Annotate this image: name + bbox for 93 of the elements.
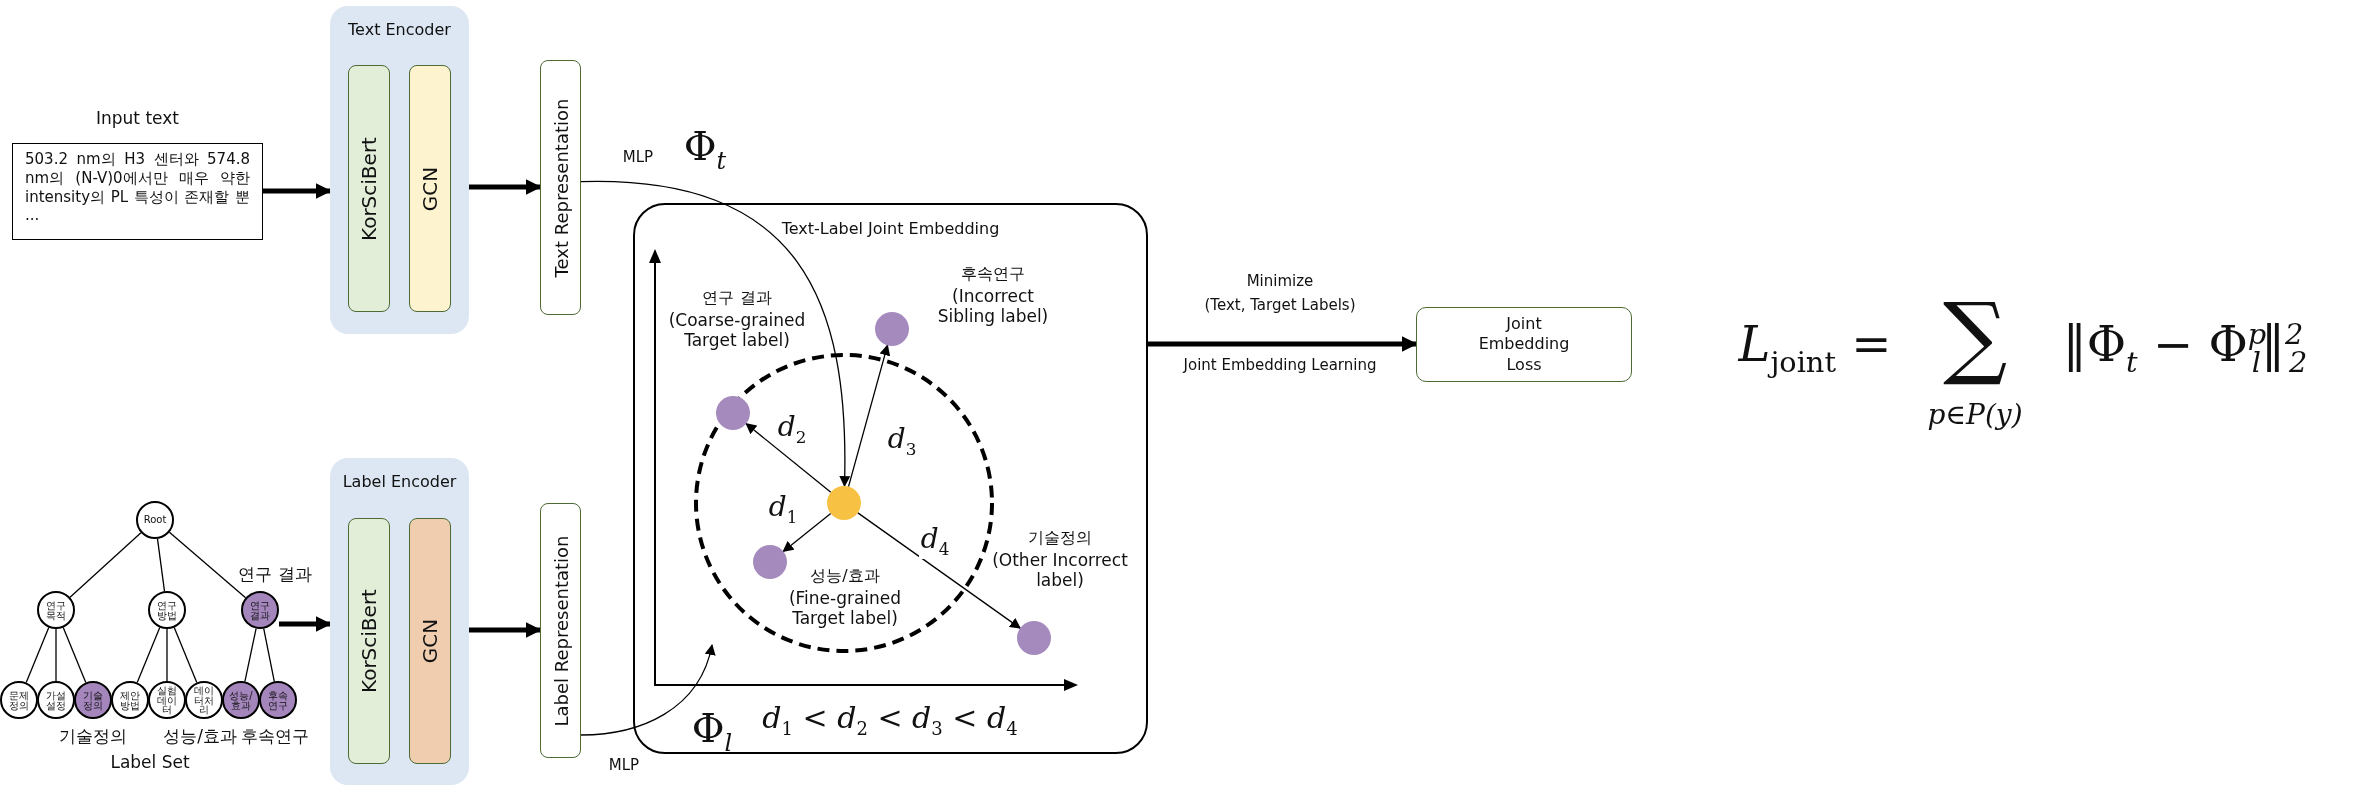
tree-node: [37, 591, 75, 629]
node-label: Root: [143, 515, 167, 525]
node-label: 가설설정: [45, 690, 67, 710]
encoder-block: [348, 518, 390, 764]
connector-line: [168, 531, 247, 599]
connector-line: [55, 628, 57, 682]
encoder-panel: [330, 6, 469, 334]
block-label: Label Representation: [550, 535, 571, 726]
encoder-block: [348, 65, 390, 312]
arrow: [279, 616, 332, 632]
node-caption: (Other Incorrect label): [991, 550, 1129, 591]
tree-node: [148, 681, 186, 719]
connector-line: [166, 628, 168, 682]
node-caption: 후속연구: [960, 264, 1026, 284]
connector-line: [62, 626, 87, 684]
edge-note: Joint Embedding Learning: [1183, 356, 1377, 374]
node-caption: 후속연구: [240, 726, 310, 747]
embedding-point: [875, 312, 909, 346]
node-label: 후속연구: [267, 690, 289, 710]
arrow: [580, 643, 715, 736]
edge-note: (Text, Target Labels): [1204, 296, 1356, 314]
connector-line: [136, 626, 161, 684]
tree-node: [259, 681, 297, 719]
embedding-point: [1017, 621, 1051, 655]
block-label: GCN: [418, 166, 442, 211]
tree-node: [185, 681, 223, 719]
block-label: Text Representation: [550, 98, 571, 277]
panel-title: Label Encoder: [341, 472, 458, 491]
embedding-point: [716, 396, 750, 430]
node-label: 데이터처리: [193, 685, 215, 715]
arrow: [847, 344, 891, 488]
arrow: [469, 179, 542, 195]
summation-sign: ∑: [1942, 282, 2008, 390]
node-label: 실험데이터: [156, 685, 178, 715]
node-label: 기술정의: [82, 690, 104, 710]
heading: Input text: [95, 108, 180, 128]
node-caption: 연구 결과: [237, 564, 313, 585]
node-label: 연구방법: [156, 600, 178, 620]
panel-title: Text Encoder: [347, 20, 452, 39]
formula: d$_{1}$ < d$_{2}$ < d$_{3}$ < d$_{4}$: [762, 700, 1018, 740]
connector-line: [263, 628, 275, 682]
tree-node: [74, 681, 112, 719]
formula: L$_{joint}$ =: [1738, 316, 1892, 380]
tree-node: [0, 681, 38, 719]
panel-title: Text-Label Joint Embedding: [780, 219, 1001, 238]
representation-box: [540, 60, 581, 315]
caption: Label Set: [110, 752, 190, 773]
encoder-block: [409, 65, 451, 312]
node-label: 제안방법: [119, 690, 141, 710]
node-label: 연구목적: [45, 600, 67, 620]
encoder-block: [409, 518, 451, 764]
node-caption: (Incorrect Sibling label): [936, 286, 1050, 327]
arrow: [1148, 336, 1418, 352]
block-label: KorSciBert: [357, 589, 381, 693]
node-caption: 성능/효과: [162, 726, 238, 747]
block-label: KorSciBert: [357, 136, 381, 241]
connector-line: [69, 532, 142, 598]
node-label: 문제정의: [8, 690, 30, 710]
node-caption: 기술정의: [58, 726, 128, 747]
math-symbol: Φ$_{t}$: [683, 122, 727, 176]
arrow: [745, 423, 832, 493]
tree-node: [136, 501, 174, 539]
tree-node: [37, 681, 75, 719]
arrow: [469, 622, 542, 638]
connector-line: [173, 626, 198, 684]
math-symbol: Φ$_{l}$: [691, 704, 733, 758]
arrow: [782, 512, 832, 553]
node-label: Joint Embedding Loss: [1477, 313, 1571, 376]
node-caption: 연구 결과: [701, 288, 773, 308]
connector-line: [244, 627, 257, 683]
arrow: [857, 512, 1022, 629]
embedding-point: [827, 486, 861, 520]
loss-box: [1416, 307, 1632, 382]
block-label: GCN: [418, 618, 442, 664]
arrow: [580, 181, 851, 488]
node-caption: 성능/효과: [809, 566, 881, 586]
node-caption: (Fine-grained Target label): [787, 588, 903, 629]
connector-line: [25, 626, 50, 684]
representation-box: [540, 503, 581, 758]
tree-node: [241, 591, 279, 629]
connector-line: [156, 538, 166, 592]
tree-node: [222, 681, 260, 719]
encoder-panel: [330, 458, 469, 785]
arrow: [263, 183, 332, 199]
tree-node: [111, 681, 149, 719]
node-label: 연구결과: [249, 600, 271, 620]
tree-node: [148, 591, 186, 629]
embedding-point: [753, 545, 787, 579]
body-text: 503.2 nm의 H3 센터와 574.8 nm의 (N-V)0에서만 매우 약한 intensity의 PL 특성이 존재할 뿐 ...: [24, 149, 251, 227]
node-caption: (Coarse-grained Target label): [667, 310, 807, 351]
node-label: 성능/효과: [229, 690, 253, 710]
node-caption: 기술정의: [1027, 528, 1093, 548]
formula: p∈P(y): [1927, 398, 2023, 432]
